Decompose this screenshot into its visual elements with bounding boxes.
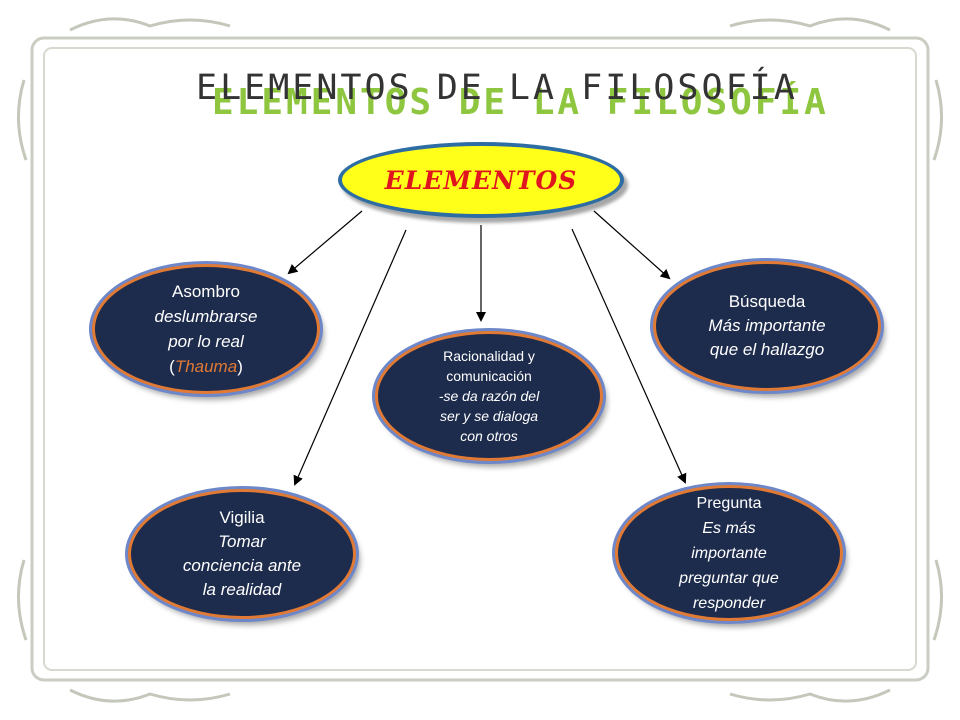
asombro-line3: (Thauma) [169, 354, 243, 379]
asombro-title: Asombro [171, 282, 241, 301]
vigilia-line2: conciencia ante [182, 556, 302, 575]
vigilia-line3: la realidad [202, 580, 282, 599]
pregunta-line2: importante [691, 544, 767, 562]
racionalidad-title2: comunicación [446, 368, 532, 384]
racionalidad-line2: ser y se dialoga [439, 408, 539, 424]
center-node-elementos: ELEMENTOS [338, 142, 624, 218]
node-vigilia: Vigilia Tomar conciencia ante la realida… [128, 489, 356, 619]
pregunta-line4: responder [692, 594, 766, 612]
page-title: ELEMENTOS DE LA FILOSOFÍA [196, 68, 798, 108]
asombro-close-paren: ) [237, 357, 243, 376]
racionalidad-line3: con otros [460, 428, 518, 444]
asombro-line2: por lo real [168, 332, 244, 351]
pregunta-line1: Es más [702, 519, 756, 537]
vigilia-title: Vigilia [219, 508, 265, 527]
asombro-open-paren: ( [169, 357, 175, 376]
title-shadow: ELEMENTOS DE LA FILOSOFÍA [212, 82, 829, 123]
node-busqueda: Búsqueda Más importante que el hallazgo [653, 261, 881, 391]
node-pregunta: Pregunta Es más importante preguntar que… [615, 485, 843, 621]
busqueda-title: Búsqueda [728, 292, 806, 311]
pregunta-title: Pregunta [696, 494, 762, 512]
busqueda-line1: Más importante [708, 316, 826, 335]
node-asombro: Asombro deslumbrarse por lo real (Thauma… [92, 264, 320, 394]
asombro-line1: deslumbrarse [154, 307, 258, 326]
racionalidad-title1: Racionalidad y [443, 348, 535, 364]
asombro-term: Thauma [174, 357, 238, 376]
title-area: ELEMENTOS DE LA FILOSOFÍA ELEMENTOS DE L… [0, 68, 960, 138]
vigilia-line1: Tomar [218, 532, 266, 551]
center-label: ELEMENTOS [384, 165, 578, 195]
node-racionalidad: Racionalidad y comunicación -se da razón… [375, 331, 603, 461]
racionalidad-line1: -se da razón del [438, 388, 540, 404]
busqueda-line2: que el hallazgo [709, 340, 825, 359]
pregunta-line3: preguntar que [679, 569, 779, 587]
